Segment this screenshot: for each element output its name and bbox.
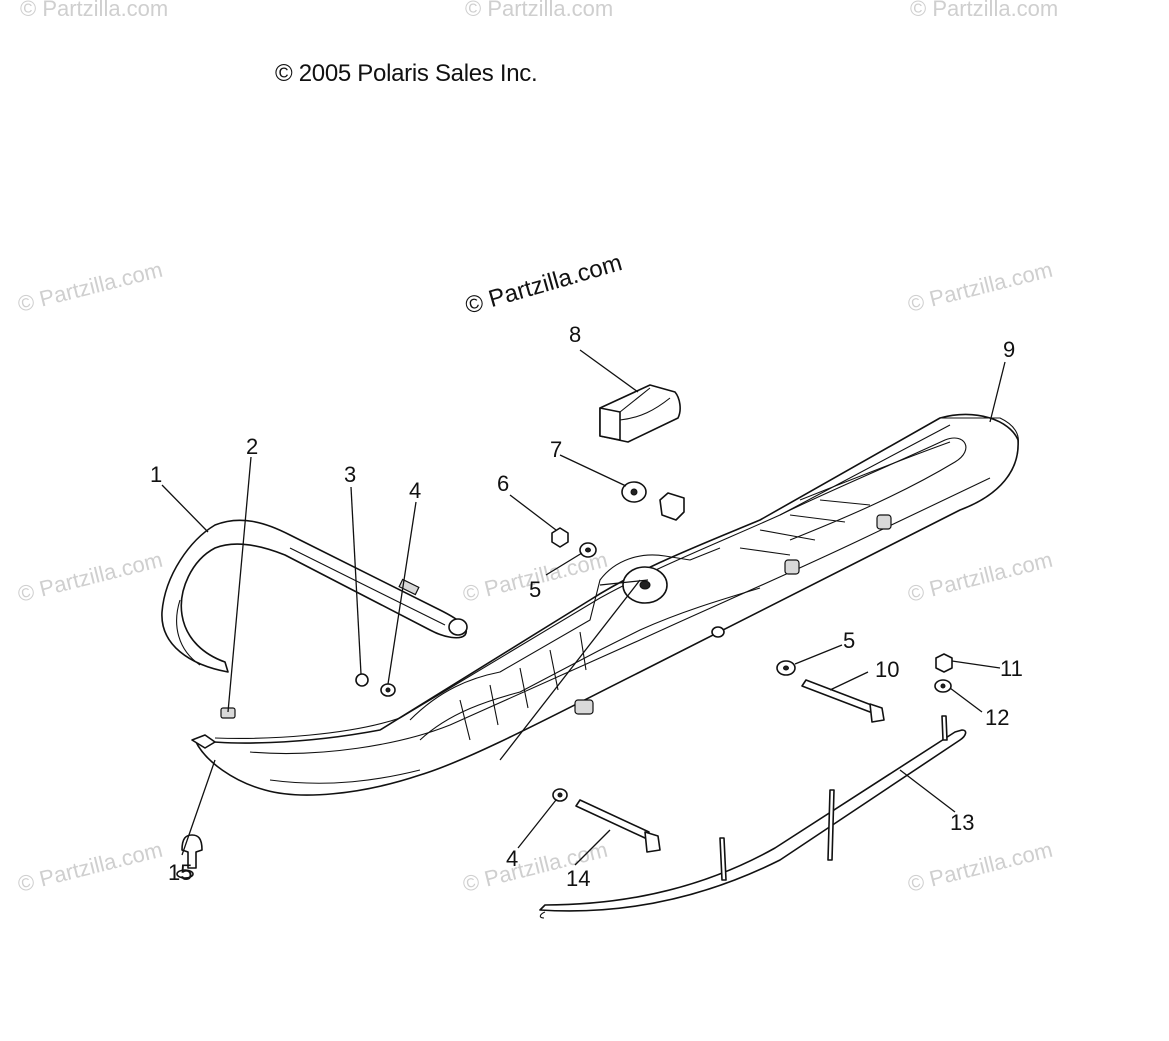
callout-4-upper: 4 (409, 478, 421, 503)
bolts (575, 679, 885, 853)
watermark-center: © Partzilla.com (462, 249, 625, 320)
callout-15: 15 (168, 860, 192, 885)
watermark: © Partzilla.com (20, 0, 168, 21)
callout-12: 12 (985, 705, 1009, 730)
leader-lines (161, 349, 1006, 866)
copyright-notice: © 2005 Polaris Sales Inc. (275, 60, 538, 87)
watermark: © Partzilla.com (905, 257, 1055, 317)
watermark: © Partzilla.com (905, 547, 1055, 607)
bumper-pad (599, 384, 681, 443)
callout-14: 14 (566, 866, 590, 891)
wear-bar (539, 715, 967, 919)
watermark: © Partzilla.com (905, 837, 1055, 897)
watermark: © Partzilla.com (910, 0, 1058, 21)
callout-13: 13 (950, 810, 974, 835)
callout-2: 2 (246, 434, 258, 459)
watermark: © Partzilla.com (15, 837, 165, 897)
callout-5-lower: 5 (843, 628, 855, 653)
small-hardware (355, 481, 953, 802)
ski-body (194, 413, 1019, 796)
callout-10: 10 (875, 657, 899, 682)
callout-3: 3 (344, 462, 356, 487)
callout-5-upper: 5 (529, 577, 541, 602)
ski-handle (161, 519, 468, 673)
callout-labels: 1 2 3 4 4 5 5 6 7 8 9 10 11 12 13 14 15 (150, 322, 1023, 891)
callout-6: 6 (497, 471, 509, 496)
watermark: © Partzilla.com (15, 257, 165, 317)
watermark: © Partzilla.com (15, 547, 165, 607)
callout-1: 1 (150, 462, 162, 487)
callout-7: 7 (550, 437, 562, 462)
callout-4-lower: 4 (506, 846, 518, 871)
callout-9: 9 (1003, 337, 1015, 362)
callout-11: 11 (1000, 656, 1023, 681)
ski-tip-hardware (176, 707, 236, 879)
callout-8: 8 (569, 322, 581, 347)
watermark: © Partzilla.com (465, 0, 613, 21)
